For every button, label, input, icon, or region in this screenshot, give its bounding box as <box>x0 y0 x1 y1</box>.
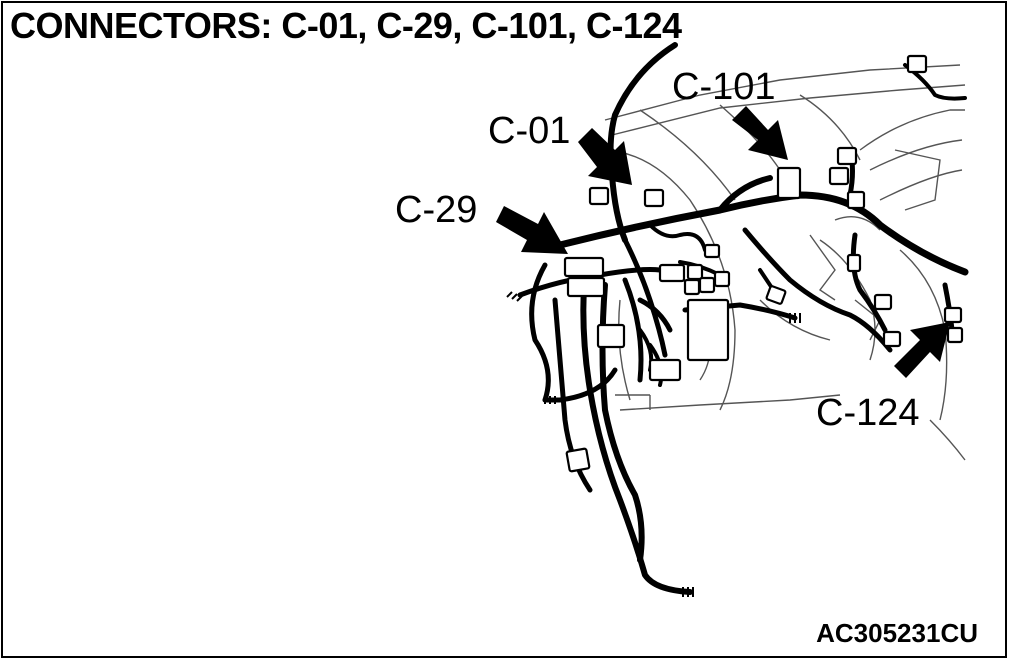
pointer-arrows <box>496 106 950 378</box>
wire-ends <box>506 291 801 597</box>
callout-c01: C-01 <box>488 110 570 152</box>
arrow-c101 <box>732 106 788 160</box>
arrow-c29 <box>496 206 568 254</box>
callout-c29: C-29 <box>395 189 477 231</box>
arrow-c01 <box>578 128 632 185</box>
figure-code: AC305231CU <box>816 618 978 648</box>
arrow-c124 <box>894 322 950 378</box>
figure-title: CONNECTORS: C-01, C-29, C-101, C-124 <box>10 5 682 46</box>
callout-c101: C-101 <box>672 66 776 108</box>
connector-blocks <box>563 54 964 473</box>
callout-c124: C-124 <box>816 392 920 434</box>
